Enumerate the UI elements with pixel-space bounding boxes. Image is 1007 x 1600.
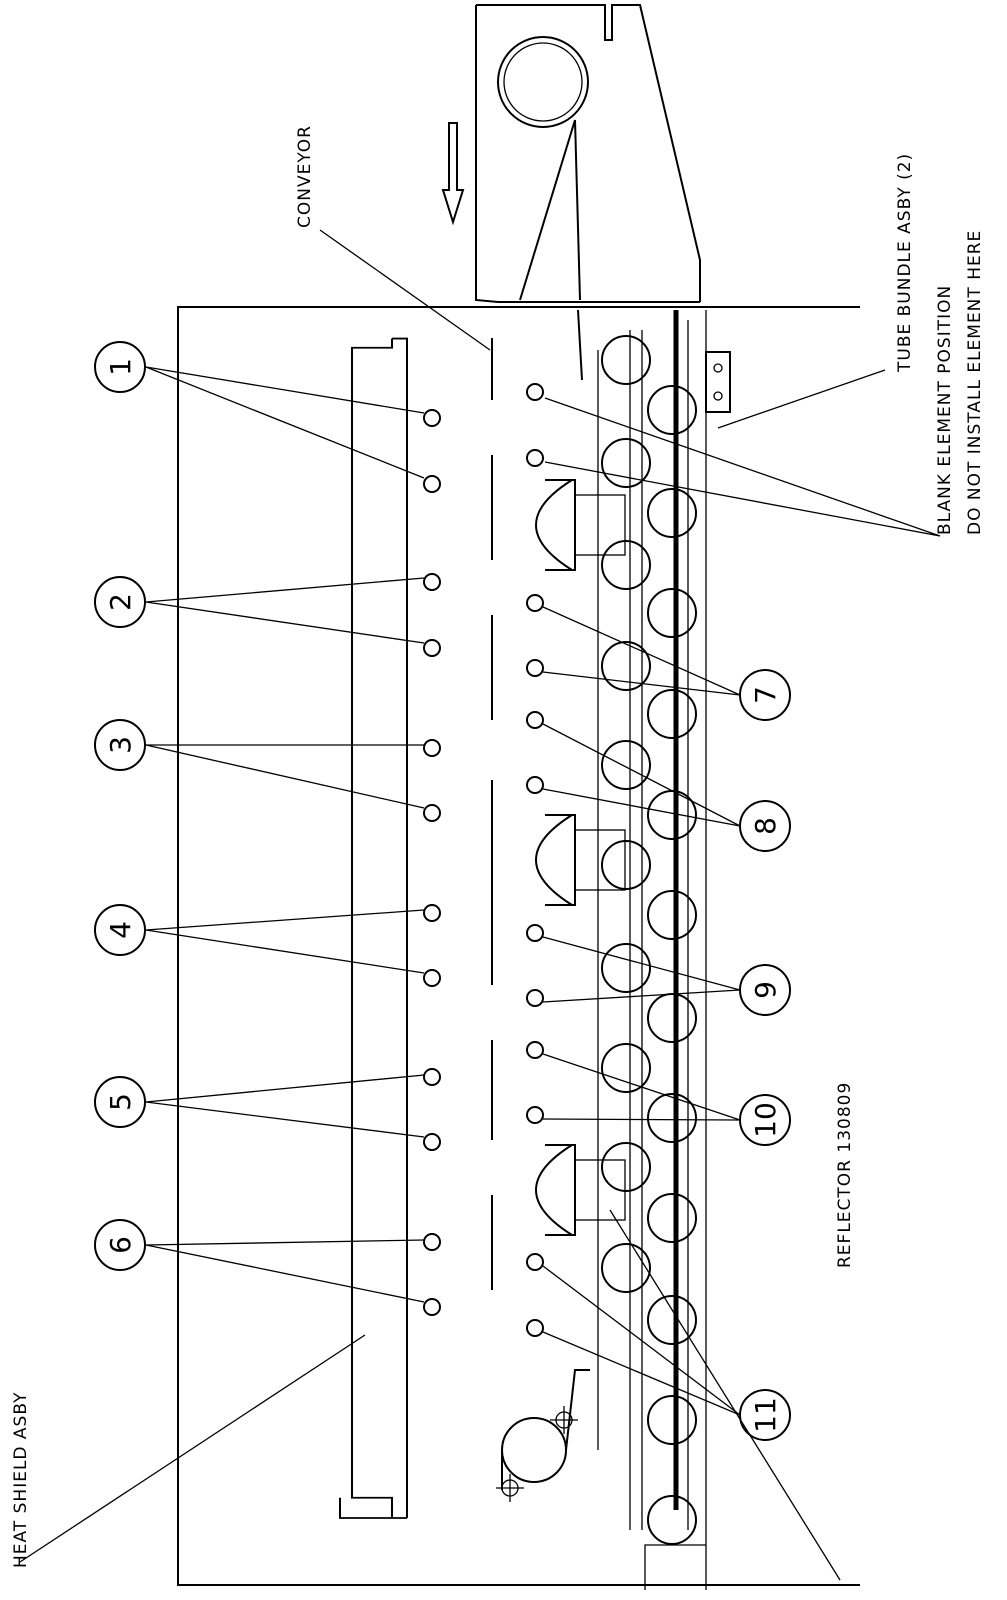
callout-11: 11 bbox=[749, 1397, 782, 1433]
callout-6: 6 bbox=[104, 1236, 137, 1254]
reflector bbox=[535, 479, 626, 1236]
heat-shield bbox=[339, 337, 408, 1519]
callout-4: 4 bbox=[104, 921, 137, 939]
label-conveyor: CONVEYOR bbox=[295, 125, 315, 228]
callouts-bottom: 7 8 9 10 11 bbox=[739, 669, 791, 1441]
label-blank-element-line2: DO NOT INSTALL ELEMENT HERE bbox=[965, 230, 985, 535]
callout-5: 5 bbox=[104, 1093, 137, 1111]
callout-8: 8 bbox=[749, 817, 782, 835]
callout-9: 9 bbox=[749, 981, 782, 999]
label-reflector: REFLECTOR 130809 bbox=[835, 1082, 855, 1268]
bottom-callout-leaders bbox=[542, 606, 741, 1416]
callout-10: 10 bbox=[749, 1102, 782, 1138]
lower-elements bbox=[526, 383, 544, 1337]
callouts-top: 1 2 3 4 5 6 bbox=[94, 341, 146, 1271]
upper-elements bbox=[423, 409, 441, 1316]
top-callout-leaders bbox=[145, 366, 425, 1303]
callout-3: 3 bbox=[104, 736, 137, 754]
label-blank-element-line1: BLANK ELEMENT POSITION bbox=[935, 285, 955, 535]
label-tube-bundle: TUBE BUNDLE ASBY (2) bbox=[895, 153, 915, 373]
callout-7: 7 bbox=[749, 686, 782, 704]
tube-row-left bbox=[601, 335, 651, 1293]
housing-frame bbox=[177, 306, 860, 1586]
tube-bundle-rails bbox=[597, 310, 731, 1590]
conveyor-lower bbox=[475, 4, 701, 1502]
direction-arrow-icon bbox=[441, 122, 465, 226]
callout-1: 1 bbox=[104, 358, 137, 376]
tube-row-right bbox=[647, 385, 697, 1545]
callout-2: 2 bbox=[104, 593, 137, 611]
label-heat-shield: HEAT SHIELD ASBY bbox=[11, 1392, 31, 1568]
label-leaders bbox=[19, 229, 941, 1581]
